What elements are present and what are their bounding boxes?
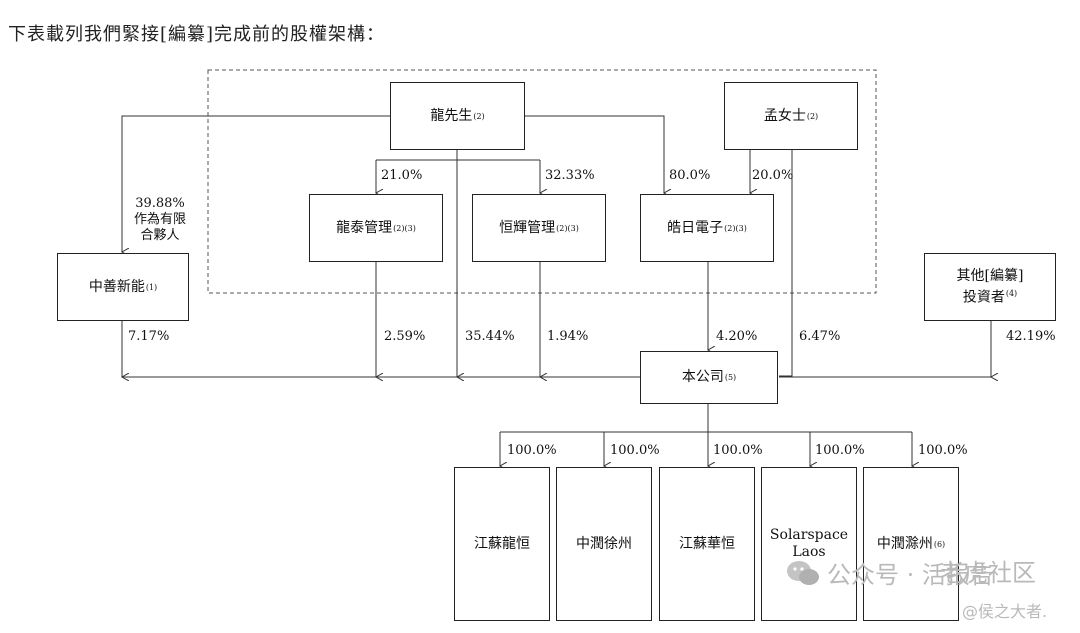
line-meng-company [779, 150, 793, 377]
node-longtai-name: 龍泰管理 [336, 219, 393, 236]
node-sub4-line2: Laos [792, 544, 826, 560]
node-longtai-note: (2)(3) [393, 223, 416, 233]
pct-company-sub3: 100.0% [713, 443, 763, 458]
node-sub1-name: 江蘇龍恒 [474, 535, 530, 552]
node-henghui-name: 恒輝管理 [499, 219, 556, 236]
line-long-haori [525, 115, 664, 193]
wechat-icon [787, 560, 819, 585]
node-long-note: (2) [473, 111, 485, 121]
watermark: 公众号 · 活报告 [785, 555, 994, 590]
node-meng: 孟女士(2) [724, 82, 858, 150]
node-company-name: 本公司 [681, 369, 724, 385]
node-others-note: (4) [1005, 288, 1018, 298]
watermark-community-text: 老虎社区 [940, 559, 1036, 587]
node-zhongshan: 中善新能(1) [57, 253, 189, 321]
line-company-subs [500, 404, 912, 433]
pct-long-henghui: 32.33% [545, 168, 595, 183]
pct-company-sub2: 100.0% [610, 443, 660, 458]
page-title: 下表載列我們緊接[編纂]完成前的股權架構： [8, 24, 386, 45]
pct-meng-company: 6.47% [799, 329, 841, 344]
pct-others-company: 42.19% [1006, 329, 1056, 344]
node-company-note: (5) [724, 373, 737, 382]
node-others: 其他[編纂] 投資者(4) [924, 253, 1056, 321]
node-haori-note: (2)(3) [724, 223, 747, 233]
watermark-brand: 公众号 · 活报告 [827, 561, 994, 589]
node-haori: 皓日電子(2)(3) [640, 194, 774, 262]
pct-long-longtai: 21.0% [381, 168, 423, 183]
pct-henghui-company: 1.94% [547, 329, 589, 344]
node-sub3-name: 江蘇華恒 [679, 535, 735, 552]
node-sub1: 江蘇龍恒 [454, 467, 550, 621]
node-zhongshan-note: (1) [145, 282, 158, 292]
pct-long-company: 35.44% [465, 329, 515, 344]
pct-haori-company: 4.20% [716, 329, 758, 344]
node-longtai: 龍泰管理(2)(3) [309, 194, 443, 262]
lp-label-line1: 作為有限 [133, 212, 186, 227]
node-sub4-line1: Solarspace [769, 527, 849, 543]
watermark-community: 老虎社区 [940, 553, 1036, 588]
line-long-longtai [376, 159, 540, 193]
node-sub2-name: 中潤徐州 [576, 535, 632, 552]
node-sub5-note: (6) [933, 539, 946, 549]
lp-label: 39.88% 作為有限 合夥人 [128, 196, 192, 244]
lp-label-pct: 39.88% [135, 196, 185, 211]
lp-label-line2: 合夥人 [140, 228, 180, 243]
node-meng-note: (2) [806, 111, 819, 121]
node-haori-name: 皓日電子 [667, 219, 724, 236]
pct-company-sub1: 100.0% [507, 443, 557, 458]
node-zhongshan-name: 中善新能 [88, 278, 145, 295]
pct-zhongshan-company: 7.17% [128, 329, 170, 344]
node-sub4: Solarspace Laos [761, 467, 857, 621]
watermark-handle: @侯之大者. [962, 598, 1047, 622]
node-meng-name: 孟女士 [763, 107, 806, 124]
node-others-line2: 投資者 [962, 289, 1005, 306]
pct-longtai-company: 2.59% [384, 329, 426, 344]
watermark-handle-text: @侯之大者. [962, 602, 1048, 621]
node-henghui: 恒輝管理(2)(3) [472, 194, 606, 262]
node-sub5-name: 中潤滁州 [876, 535, 933, 552]
node-sub3: 江蘇華恒 [659, 467, 755, 621]
pct-long-haori: 80.0% [669, 168, 711, 183]
node-company: 本公司(5) [640, 351, 778, 404]
pct-company-sub5: 100.0% [918, 443, 968, 458]
node-henghui-note: (2)(3) [556, 223, 579, 233]
group-dashed-border [207, 69, 877, 294]
node-long: 龍先生(2) [390, 82, 525, 150]
line-long-zhongshan [122, 115, 390, 252]
node-sub5: 中潤滁州(6) [863, 467, 959, 621]
node-long-name: 龍先生 [430, 107, 473, 124]
node-sub2: 中潤徐州 [556, 467, 652, 621]
pct-meng-haori: 20.0% [752, 168, 794, 183]
node-others-line1: 其他[編纂] [956, 267, 1024, 284]
pct-company-sub4: 100.0% [815, 443, 865, 458]
